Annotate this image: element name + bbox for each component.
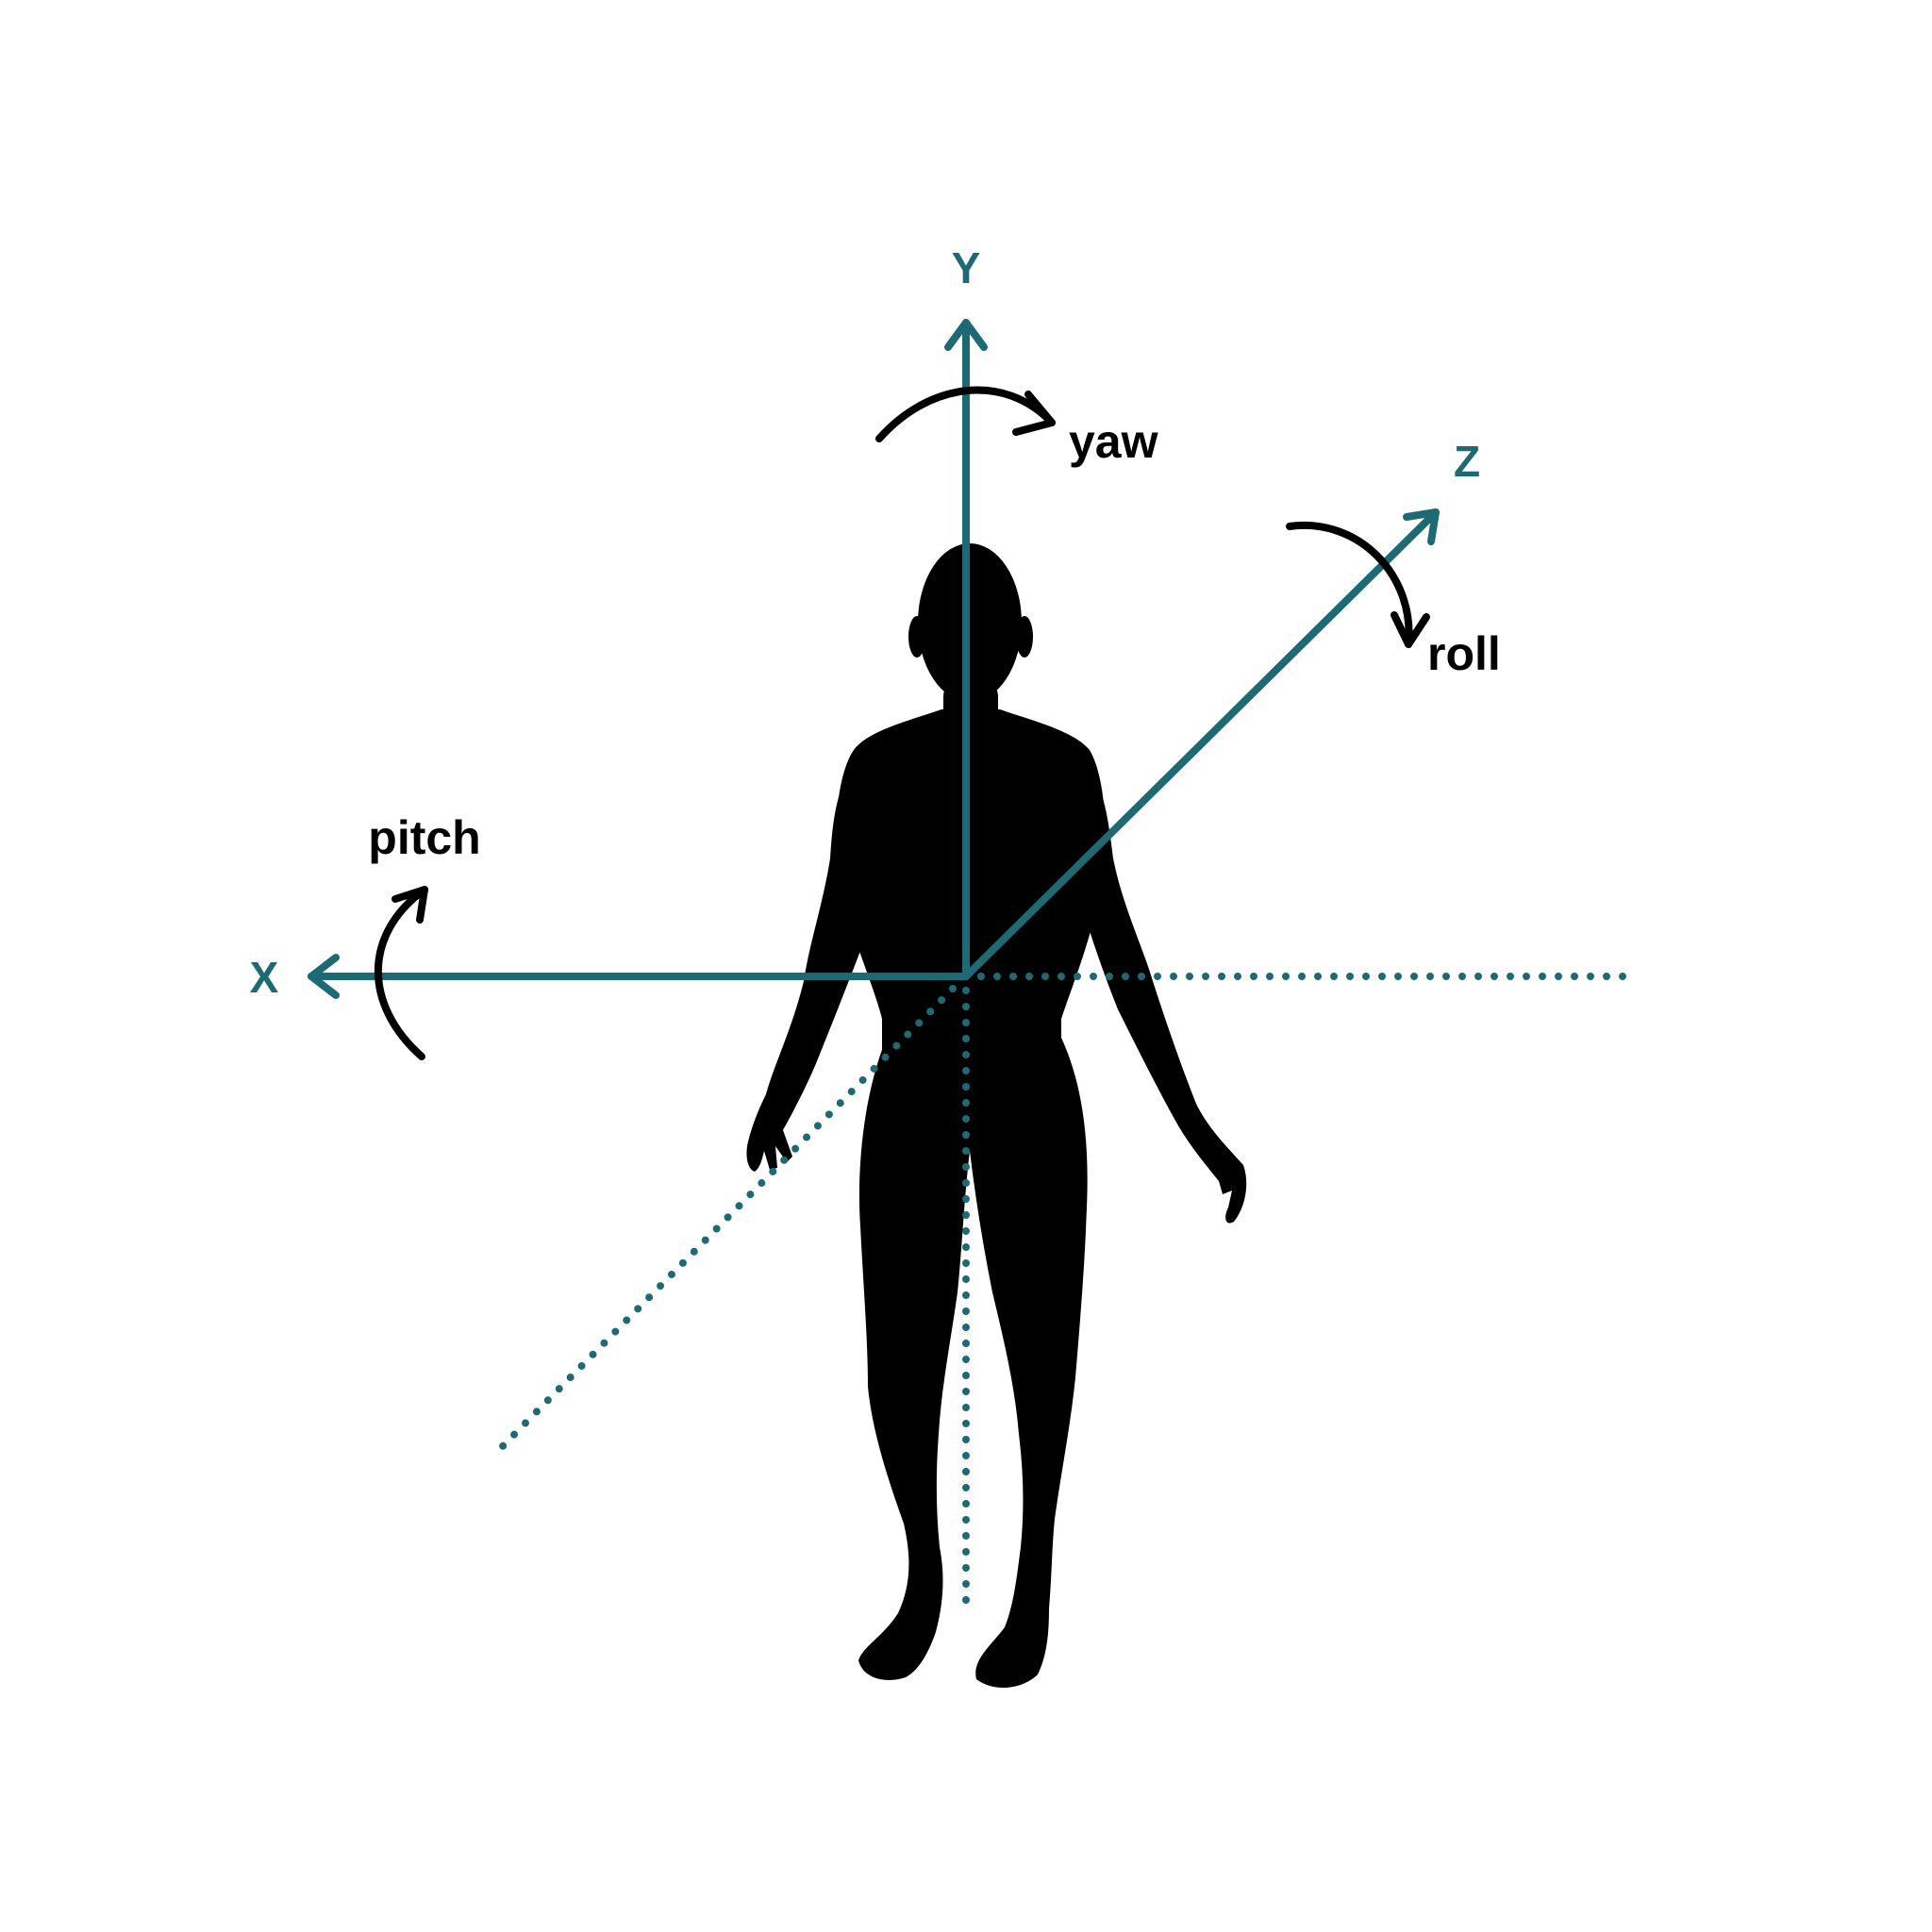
x-axis-label: X: [250, 953, 279, 1002]
silhouette-arm-left: [746, 759, 885, 1172]
pitch-rotation-arrow-icon: [374, 886, 428, 1060]
silhouette-ear-left: [908, 616, 925, 658]
y-axis-label: Y: [952, 243, 981, 292]
yaw-label: yaw: [1069, 415, 1158, 468]
x-axis-arrowhead: [308, 954, 340, 999]
z-axis-arrowhead: [1403, 508, 1440, 545]
z-axis-label: Z: [1454, 437, 1480, 486]
y-axis-arrowhead: [944, 319, 988, 351]
yaw-rotation-arrow-icon: [875, 386, 1056, 442]
z-axis-line: [962, 508, 1440, 980]
silhouette-ear-right: [1016, 616, 1033, 658]
silhouette-legs: [858, 1038, 1088, 1689]
roll-rotation-arrow-icon: [1286, 521, 1430, 648]
z-axis-negative-dotted: [494, 985, 957, 1455]
pitch-label: pitch: [368, 811, 480, 864]
silhouette-torso: [836, 709, 1106, 1057]
roll-label: roll: [1427, 627, 1501, 680]
silhouette-arm-right: [1066, 759, 1247, 1224]
human-silhouette: [746, 543, 1247, 1689]
